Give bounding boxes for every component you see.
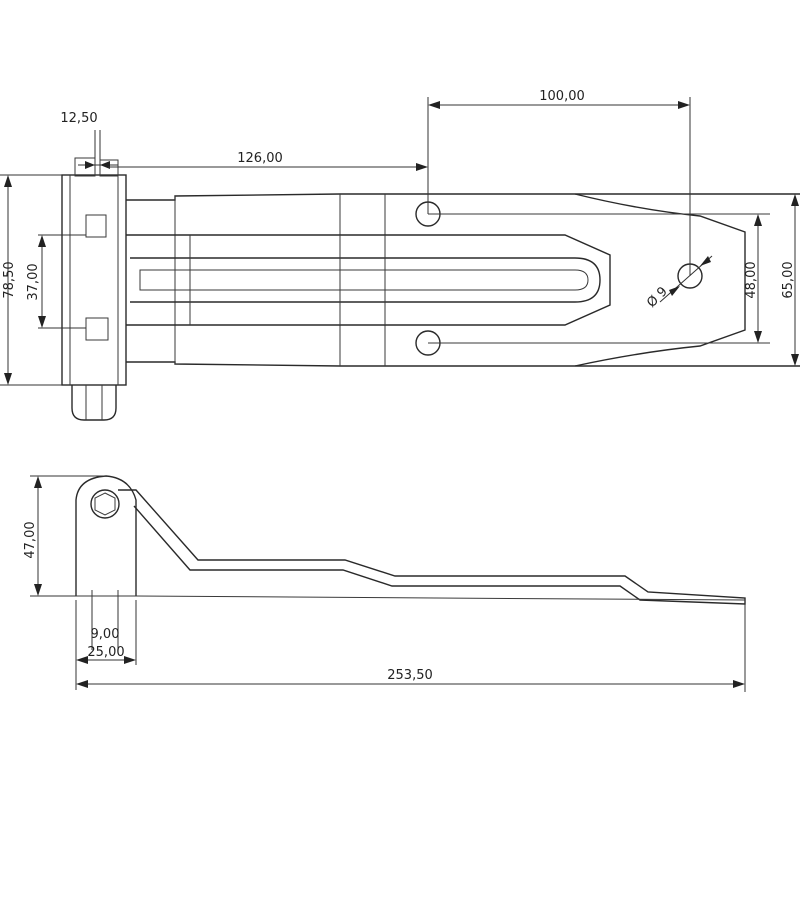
dim-label-9: 9,00 [91, 627, 120, 642]
dimension-12-50: 12,50 [60, 111, 118, 169]
dimension-48: 48,00 [744, 214, 762, 343]
dim-label-65: 65,00 [781, 261, 796, 298]
dimension-hole-diameter: Ø 9 [644, 255, 713, 311]
dimension-25: 25,00 [75, 600, 137, 690]
dim-label-37: 37,00 [26, 263, 41, 300]
dim-label-126: 126,00 [237, 151, 283, 166]
dimension-47: 47,00 [23, 475, 106, 597]
dim-label-100: 100,00 [539, 89, 585, 104]
dimension-100: 100,00 [427, 89, 691, 276]
side-strap [118, 489, 746, 605]
dim-label-25: 25,00 [87, 645, 124, 660]
dimension-126: 126,00 [108, 151, 429, 205]
side-knuckle [75, 475, 137, 600]
hinge-strap [126, 234, 611, 326]
side-view: 47,00 9,00 25,00 253,50 [23, 475, 746, 692]
dimension-65: 65,00 [781, 194, 799, 366]
hinge-plate-outline [126, 193, 800, 367]
dim-label-48: 48,00 [744, 261, 759, 298]
dimension-78-50: 78,50 [0, 174, 62, 386]
dim-label-253-50: 253,50 [387, 668, 433, 683]
dim-label-hole-diameter: Ø 9 [644, 284, 671, 311]
dim-label-12-50: 12,50 [60, 111, 97, 126]
dimension-37: 37,00 [26, 234, 86, 329]
dimension-9: 9,00 [91, 600, 120, 650]
dim-label-47: 47,00 [23, 521, 38, 558]
dim-label-78-50: 78,50 [2, 261, 17, 298]
top-view: 100,00 12,50 126,00 78,50 [0, 89, 800, 421]
hinge-knuckle [61, 157, 127, 421]
dimension-253-50: 253,50 [76, 604, 746, 692]
